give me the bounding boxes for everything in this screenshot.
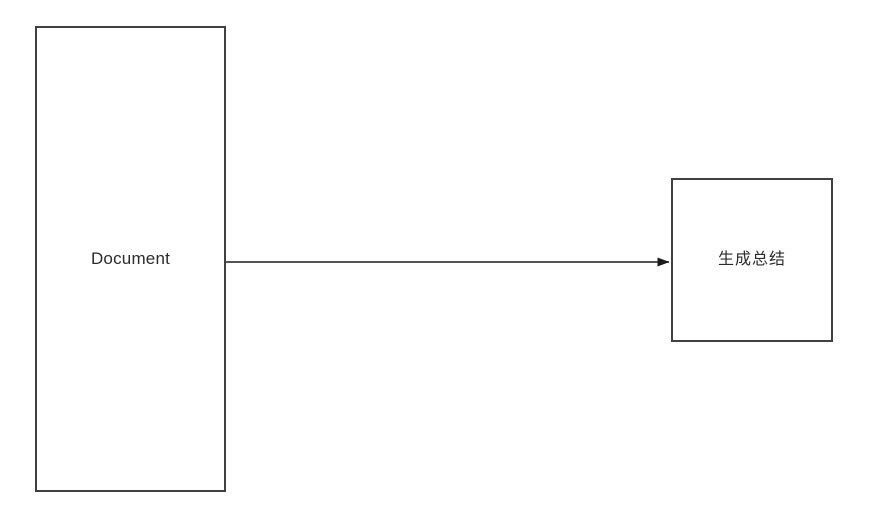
node-summary-label: 生成总结	[717, 251, 786, 269]
node-summary[interactable]: 生成总结	[671, 178, 833, 342]
node-document-label: Document	[90, 248, 171, 268]
node-document[interactable]: Document	[35, 26, 226, 492]
